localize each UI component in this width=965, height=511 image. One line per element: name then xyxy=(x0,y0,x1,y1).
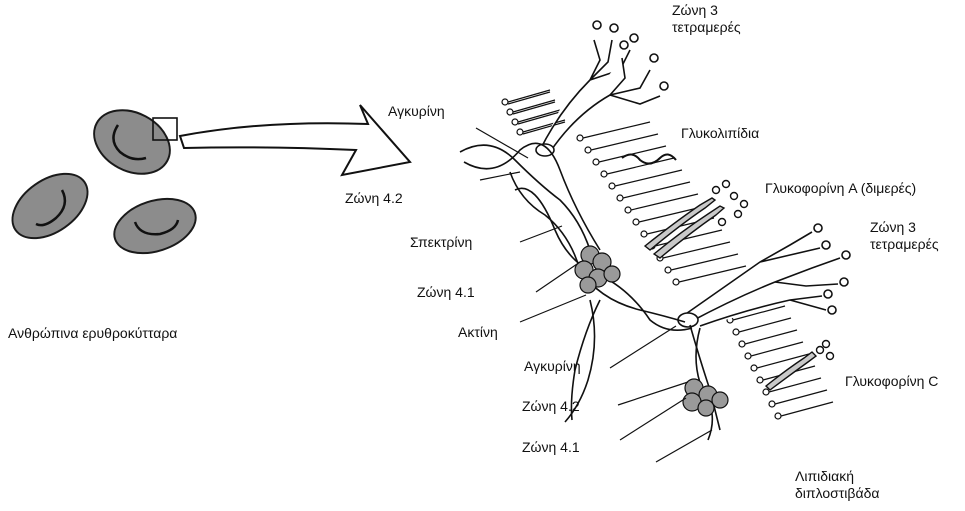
label-band41-bottom: Ζώνη 4.1 xyxy=(522,439,580,456)
label-band42-top: Ζώνη 4.2 xyxy=(345,190,403,207)
red-blood-cells xyxy=(1,98,203,263)
label-glycolipids: Γλυκολιπίδια xyxy=(681,125,759,142)
label-lipid-bilayer-line1: Λιπιδιακή xyxy=(795,468,879,485)
glycophorin-a-dimer xyxy=(645,181,748,259)
label-lipid-bilayer-line2: διπλοστιβάδα xyxy=(795,485,879,502)
label-band3-mid-line1: Ζώνη 3 xyxy=(870,219,939,236)
label-band3-top-line1: Ζώνη 3 xyxy=(672,2,741,19)
label-glycophorin-c: Γλυκοφορίνη C xyxy=(845,373,938,390)
lipid-row-lower xyxy=(727,306,833,419)
lipid-row-top xyxy=(502,90,565,135)
label-band3-tetramer-top: Ζώνη 3 τετραμερές xyxy=(672,2,741,36)
label-glycophorin-a: Γλυκοφορίνη A (διμερές) xyxy=(765,180,916,197)
label-band3-top-line2: τετραμερές xyxy=(672,19,741,36)
label-lipid-bilayer: Λιπιδιακή διπλοστιβάδα xyxy=(795,468,879,502)
label-human-erythrocytes: Ανθρώπινα ερυθροκύτταρα xyxy=(8,325,177,342)
leader-lines xyxy=(476,128,712,462)
label-actin: Ακτίνη xyxy=(458,324,498,341)
label-ankyrin-top: Αγκυρίνη xyxy=(388,103,445,120)
red-blood-cell-3 xyxy=(107,189,202,263)
label-spectrin: Σπεκτρίνη xyxy=(410,234,472,251)
label-ankyrin-bottom: Αγκυρίνη xyxy=(524,358,581,375)
label-band42-bottom: Ζώνη 4.2 xyxy=(522,398,580,415)
junctional-complex-lower xyxy=(683,379,728,416)
label-band41-top: Ζώνη 4.1 xyxy=(417,284,475,301)
glycophorin-c xyxy=(766,341,834,391)
junctional-complex-upper xyxy=(575,246,620,293)
red-blood-cell-2 xyxy=(1,161,100,252)
zoom-arrow xyxy=(180,105,410,175)
red-blood-cell-1 xyxy=(83,98,181,187)
label-band3-mid-line2: τετραμερές xyxy=(870,236,939,253)
label-band3-tetramer-middle: Ζώνη 3 τετραμερές xyxy=(870,219,939,253)
